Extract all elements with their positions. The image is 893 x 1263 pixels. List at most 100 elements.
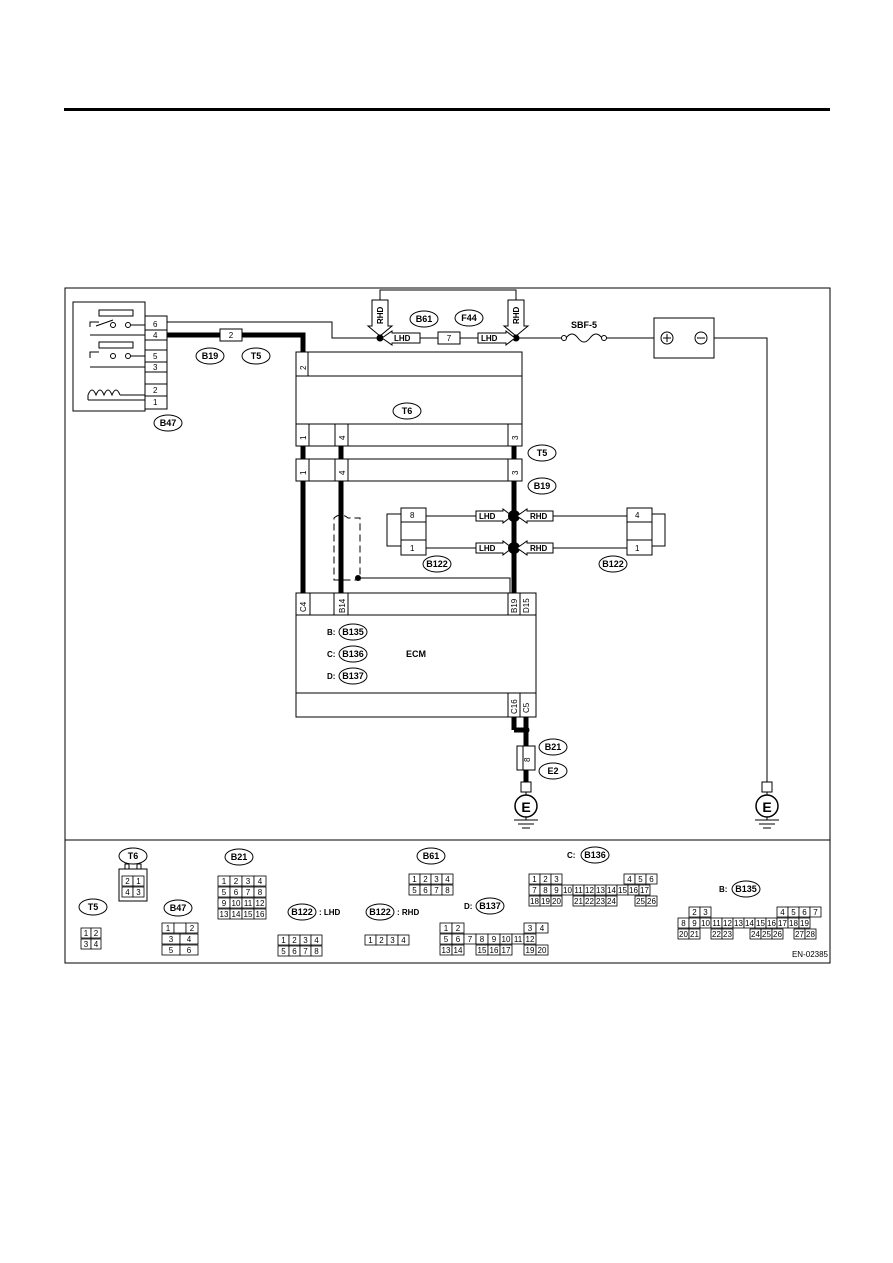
legend-b135-pin-label: 2 [692,908,697,917]
t6-pin-3: 3 [511,435,520,440]
legend-b136-pin-label: 10 [563,886,572,895]
legend-b122-lhd-pin-label: 1 [281,936,286,945]
legend-b135-cell [798,917,811,929]
legend-b137-pin-label: 15 [478,946,487,955]
rhd-arrow-right: RHD [502,299,530,337]
legend-b136-pin-label: 5 [638,875,643,884]
legend-b21-pin-label: 14 [232,910,241,919]
legend-b136-pin-label: 25 [636,897,645,906]
legend-b122-lhd-pin-label: 3 [303,936,308,945]
svg-text:1: 1 [410,544,415,553]
legend-b137-pin-label: 8 [480,935,485,944]
legend-b21-pin-label: 12 [256,899,265,908]
legend-t5-cell [90,938,102,950]
legend-b61-pin-label: 4 [445,875,450,884]
legend-b21-pin-label: 15 [244,910,253,919]
legend-b136-pin-label: 8 [543,886,548,895]
legend-b21-pin-label: 7 [246,888,251,897]
legend-d-prefix: D: [464,902,472,911]
legend-b136-pin-label: 22 [585,897,594,906]
b61-label: B61 [416,314,433,324]
legend-b61-pin-label: 7 [434,886,439,895]
legend-b136-pin-label: 3 [554,875,559,884]
legend-b122-rhd-pin-label: 4 [401,936,406,945]
legend-b135-cell [699,906,712,918]
legend-b21-pin-label: 6 [234,888,239,897]
legend-b135-label: B135 [735,884,757,894]
legend-b136-pin-label: 7 [532,886,537,895]
t5-pin-3: 3 [511,470,520,475]
legend-b137-pin-label: 13 [442,946,451,955]
t5-label-upper: T5 [251,351,262,361]
legend-b137-pin-label: 5 [444,935,449,944]
legend-b136-cell [550,895,563,907]
legend-b122-rhd-pin-label: 2 [379,936,384,945]
legend-b61-pin-label: 6 [423,886,428,895]
svg-text:E: E [762,799,771,815]
legend-b136-pin-label: 13 [596,886,605,895]
svg-text:1: 1 [635,544,640,553]
legend-b61-cell [441,884,454,896]
legend-b137-pin-label: 12 [526,935,535,944]
legend-b137-cell [499,944,513,956]
legend-b21-pin-label: 2 [234,877,239,886]
legend-b137-cell [535,944,549,956]
legend-frame [64,839,831,964]
legend-b21-pin-label: 10 [232,899,241,908]
legend-b136-cell [550,873,563,885]
legend-b61-label: B61 [423,851,440,861]
legend-b21-cell [253,897,267,909]
legend-b47-pin-label: 1 [166,924,171,933]
legend-b47-cell [173,922,187,934]
t5-pin-4: 4 [338,470,347,475]
ecm-pin-c4: C4 [299,601,308,612]
legend-t6-pin-label: 3 [136,888,141,897]
ecm-label: ECM [406,649,426,659]
svg-text:LHD: LHD [479,512,496,521]
legend-b135-pin-label: 26 [773,930,782,939]
legend-b21-pin-label: 1 [222,877,227,886]
legend-b135-pin-label: 23 [723,930,732,939]
ecm-pin-c16: C16 [510,699,519,714]
ecm-pin-d15: D15 [522,598,531,613]
legend-b137-pin-label: 14 [454,946,463,955]
legend-b135-pin-label: 28 [806,930,815,939]
ecm-conn-c: B136 [342,649,364,659]
ecm-prefix-b: B: [327,628,335,637]
legend-b47-pin-label: 2 [190,924,195,933]
legend-b61-pin-label: 3 [434,875,439,884]
legend-b136-pin-label: 4 [627,875,632,884]
legend-b47-pin-label: 5 [169,946,174,955]
legend-b122-lhd-cell [310,934,323,946]
lhd-arrow-right: LHD [477,329,516,347]
legend-b136-pin-label: 6 [649,875,654,884]
legend-b135-pin-label: 14 [745,919,754,928]
svg-text:8: 8 [410,511,415,520]
legend-b47-pin-label: 4 [187,935,192,944]
legend-t6-cell [132,886,145,898]
legend-b47-label: B47 [170,903,187,913]
legend-b137-cell [535,922,549,934]
legend-b137-pin-label: 16 [490,946,499,955]
legend-b122-rhd-cell [397,934,410,946]
legend-b135-cell [688,928,701,940]
legend-b21-pin-label: 5 [222,888,227,897]
legend-b137-pin-label: 6 [456,935,461,944]
svg-text:LHD: LHD [394,334,411,343]
legend-t5-pin-label: 2 [94,929,99,938]
legend-t5-pin-label: 4 [94,940,99,949]
ground-icon-right: E [755,781,779,829]
legend-b137-cell [523,933,537,945]
b47-pin-5: 5 [153,352,158,361]
legend-t6-pin-label: 1 [136,877,141,886]
b19-label-lower: B19 [534,481,551,491]
legend-b136-cell [638,884,651,896]
legend-b122-lhd-label: B122 [291,907,313,917]
legend-b135-pin-label: 17 [778,919,787,928]
legend-t6-label: T6 [128,851,139,861]
t6-pin-1: 1 [299,435,308,440]
b47-switch: 6 4 5 3 2 1 [72,301,168,412]
legend-b122-rhd-pin-label: 3 [390,936,395,945]
legend-b136-pin-label: 23 [596,897,605,906]
legend-t6-pin-label: 4 [125,888,130,897]
